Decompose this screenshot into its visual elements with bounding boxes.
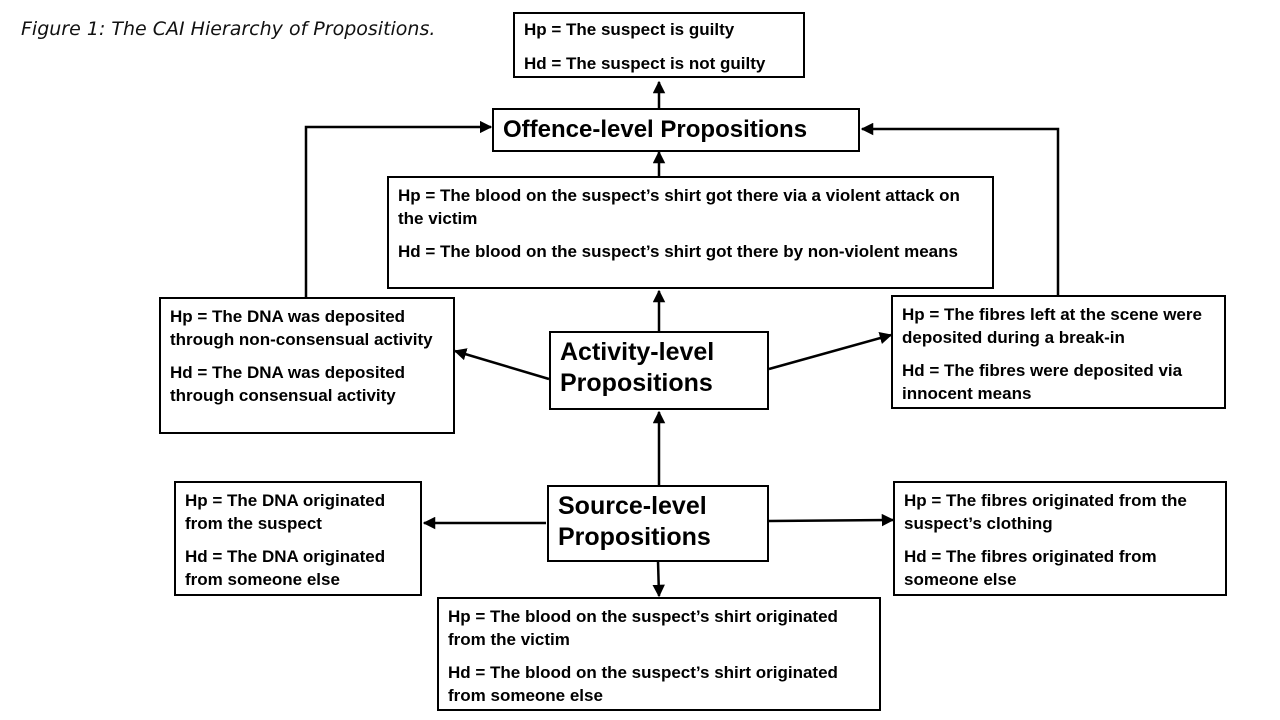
activity-fibres-box: Hp = The fibres left at the scene were d… (891, 295, 1226, 409)
activity-fibres-hd: Hd = The fibres were deposited via innoc… (902, 361, 1183, 403)
source-level-label-line2: Propositions (558, 523, 711, 551)
arrow-fibres-activity-to-offence (860, 122, 1060, 295)
source-dna-hp: Hp = The DNA originated from the suspect (185, 491, 386, 533)
arrow-activity-to-dna (453, 348, 550, 381)
arrow-source-to-fibres (768, 513, 895, 527)
activity-dna-box: Hp = The DNA was deposited through non-c… (159, 297, 455, 434)
source-level-box: Source-level Propositions (547, 485, 769, 562)
source-fibres-hd: Hd = The fibres originated from someone … (904, 547, 1157, 589)
source-dna-hd: Hd = The DNA originated from someone els… (185, 547, 386, 589)
offence-hd: Hd = The suspect is not guilty (524, 54, 766, 73)
offence-hp: Hp = The suspect is guilty (524, 20, 735, 39)
activity-blood-hd: Hd = The blood on the suspect’s shirt go… (398, 242, 958, 261)
activity-level-label-line1: Activity-level (560, 338, 715, 366)
source-blood-hp: Hp = The blood on the suspect’s shirt or… (448, 607, 838, 649)
source-fibres-box: Hp = The fibres originated from the susp… (893, 481, 1227, 596)
offence-level-label: Offence-level Propositions (503, 116, 808, 143)
activity-fibres-hp: Hp = The fibres left at the scene were d… (902, 305, 1202, 347)
activity-blood-box: Hp = The blood on the suspect’s shirt go… (387, 176, 994, 289)
arrow-source-to-blood (652, 560, 665, 598)
source-dna-box: Hp = The DNA originated from the suspect… (174, 481, 422, 596)
offence-propositions-box: Hp = The suspect is guilty Hd = The susp… (513, 12, 805, 78)
activity-level-label-line2: Propositions (560, 369, 713, 397)
source-fibres-hp: Hp = The fibres originated from the susp… (904, 491, 1187, 533)
activity-dna-hp: Hp = The DNA was deposited through non-c… (170, 307, 433, 349)
figure-caption: Figure 1: The CAI Hierarchy of Propositi… (21, 18, 436, 40)
source-blood-box: Hp = The blood on the suspect’s shirt or… (437, 597, 881, 711)
offence-level-box: Offence-level Propositions (492, 108, 860, 152)
activity-dna-hd: Hd = The DNA was deposited through conse… (170, 363, 406, 405)
activity-level-box: Activity-level Propositions (549, 331, 769, 410)
source-level-label-line1: Source-level (558, 492, 707, 520)
arrow-activity-to-fibres (768, 331, 893, 371)
arrow-dna-activity-to-offence (304, 120, 493, 297)
activity-blood-hp: Hp = The blood on the suspect’s shirt go… (398, 186, 960, 228)
source-blood-hd: Hd = The blood on the suspect’s shirt or… (448, 663, 838, 705)
